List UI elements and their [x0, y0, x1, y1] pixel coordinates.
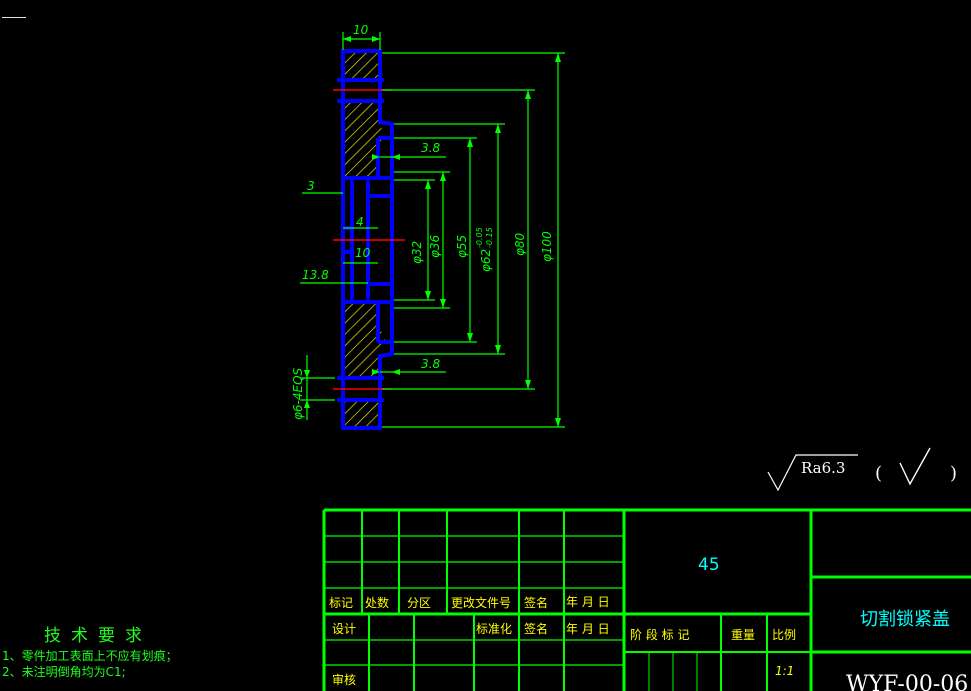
dim-left-13-8: 13.8: [302, 268, 329, 282]
dim-depth-upper: 3.8: [421, 141, 440, 155]
part-name: 切割锁紧盖: [860, 609, 950, 630]
finish-paren-close: ): [950, 463, 957, 484]
dim-d62-tol-lower: -0.15: [485, 227, 494, 248]
finish-paren-open: (: [875, 463, 882, 484]
hdr-mark: 标记: [329, 596, 353, 610]
notes-title: 技术要求: [44, 626, 152, 646]
lbl-standardize: 标准化: [476, 622, 512, 636]
dim-d80: φ80: [513, 232, 527, 256]
hdr-zone: 分区: [407, 596, 431, 610]
hdr-date: 年 月 日: [566, 595, 610, 609]
material: 45: [698, 555, 720, 575]
note-item-2: 2、未注明倒角均为C1;: [2, 665, 126, 679]
dimension-arrows: [304, 36, 561, 427]
lbl-date: 年 月 日: [566, 622, 610, 636]
dim-d62-tol-upper: -0.05: [475, 227, 484, 248]
dim-left-3: 3: [307, 179, 315, 193]
lbl-sign: 签名: [524, 621, 548, 636]
lbl-ratio: 比例: [772, 628, 796, 642]
hatch-bottom-ring: [343, 400, 379, 427]
lbl-weight: 重量: [731, 628, 755, 642]
dim-holes: φ6-4EQS: [291, 367, 305, 420]
dim-left-4: 4: [356, 215, 364, 229]
dimension-texts: 10 3.8 3.8 3 4 10 13.8 φ32 φ36 φ55 φ62 -…: [291, 23, 554, 420]
dim-depth-lower: 3.8: [421, 357, 440, 371]
dim-left-10: 10: [355, 246, 371, 260]
lbl-review: 审核: [332, 672, 356, 687]
lbl-stage-mark: 阶 段 标 记: [630, 627, 689, 642]
part-drawing: [333, 49, 405, 430]
dim-d32: φ32: [410, 241, 424, 264]
dim-d36: φ36: [428, 234, 442, 258]
technical-notes: 技术要求 1、零件加工表面上不应有划痕； 2、未注明倒角均为C1;: [2, 628, 178, 680]
title-block-texts: 45 切割锁紧盖 WYF-00-06 标记 处数 分区 更改文件号 签名 年 月…: [329, 555, 968, 691]
note-item-1: 1、零件加工表面上不应有划痕；: [2, 649, 178, 663]
finish-check-icon: [899, 447, 931, 486]
hdr-sign: 签名: [524, 595, 548, 610]
scale-value: 1:1: [775, 664, 794, 678]
lbl-design: 设计: [332, 622, 356, 636]
dim-d62: φ62: [479, 249, 493, 272]
hatch-top-ring: [343, 53, 379, 80]
cursor-line: [2, 17, 26, 18]
dimension-lines: [300, 32, 565, 428]
hdr-count: 处数: [365, 595, 389, 610]
surface-finish: Ra6.3 ( ): [767, 447, 957, 492]
dim-d55: φ55: [455, 235, 469, 258]
dim-width-top: 10: [353, 23, 369, 37]
hdr-change-doc: 更改文件号: [451, 595, 511, 610]
title-block: [322, 508, 971, 691]
dim-d100: φ100: [540, 231, 554, 262]
hatch-lower-section: [343, 302, 386, 378]
drawing-number: WYF-00-06: [846, 672, 968, 691]
surface-finish-value: Ra6.3: [801, 459, 845, 477]
